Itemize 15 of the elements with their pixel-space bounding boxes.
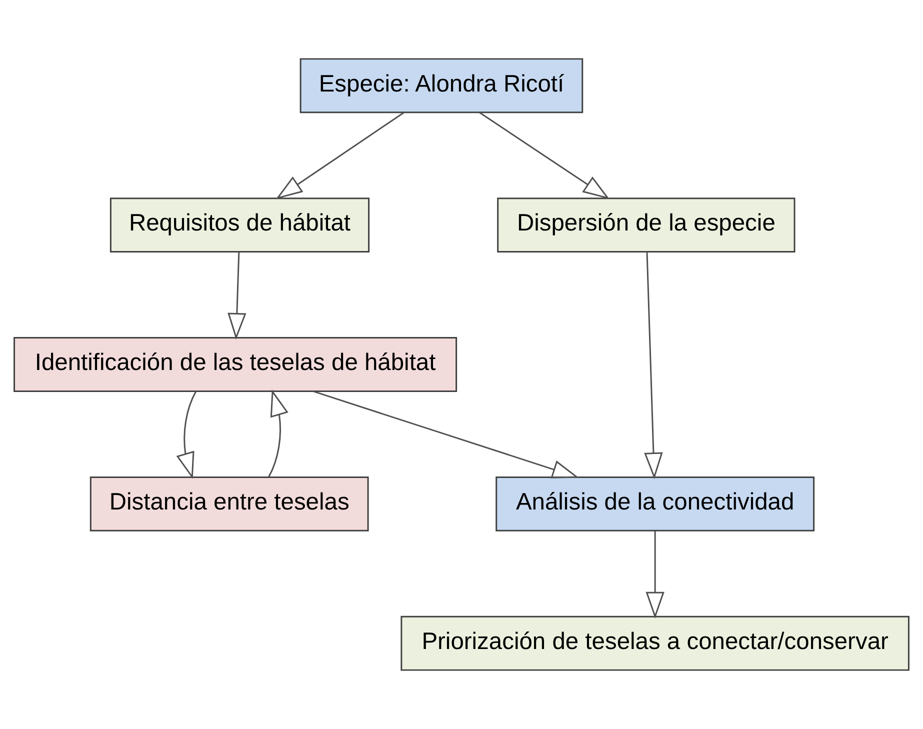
arrow bbox=[276, 112, 404, 200]
arrow bbox=[644, 252, 663, 480]
node-box: Distancia entre teselas bbox=[90, 476, 369, 532]
node-box: Requisitos de hábitat bbox=[110, 198, 370, 252]
node-box: Priorización de teselas a conectar/conservar bbox=[400, 616, 910, 671]
arrow bbox=[176, 391, 196, 480]
node-box: Identificación de las teselas de hábitat bbox=[14, 337, 458, 392]
node-box: Especie: Alondra Ricotí bbox=[300, 58, 584, 114]
node-box: Dispersión de la especie bbox=[497, 198, 796, 252]
node-box: Análisis de la conectividad bbox=[496, 476, 815, 532]
arrow bbox=[479, 112, 610, 200]
arrow bbox=[228, 252, 246, 340]
arrow bbox=[313, 390, 579, 478]
arrow bbox=[268, 389, 288, 478]
arrow bbox=[646, 531, 664, 619]
